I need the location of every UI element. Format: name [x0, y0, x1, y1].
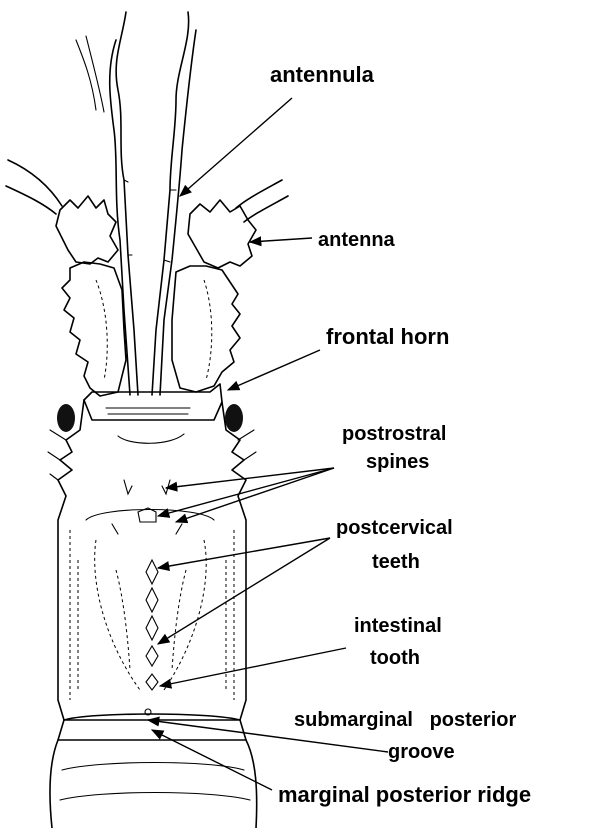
arrow-antennula [180, 98, 292, 196]
label-submarginal-2: groove [388, 741, 455, 763]
arrow-postcervical-2 [158, 538, 330, 644]
median-spines [112, 480, 182, 715]
arrow-antenna [250, 238, 312, 242]
label-postrostral-1: postrostral [342, 423, 446, 445]
label-intestinal-2: tooth [370, 647, 420, 669]
antennula-drawing [76, 12, 196, 395]
label-antenna: antenna [318, 229, 396, 251]
antennal-scale-left [56, 196, 126, 396]
arrow-postrostral-3 [176, 468, 334, 522]
label-postcervical-1: postcervical [336, 517, 453, 539]
label-postrostral-2: spines [366, 451, 429, 473]
arrow-postrostral-2 [158, 468, 334, 516]
lobster-drawing [6, 12, 288, 828]
label-postcervical-2: teeth [372, 551, 420, 573]
antenna-drawing [6, 160, 288, 222]
label-antennula: antennula [270, 62, 375, 87]
label-intestinal-1: intestinal [354, 615, 442, 637]
arrow-marginal-ridge [152, 730, 272, 790]
label-submarginal-1: submarginal posterior [294, 709, 516, 731]
antennal-scale-right [172, 200, 256, 392]
eye-right [225, 404, 243, 432]
label-marginal-posterior-ridge: marginal posterior ridge [278, 782, 531, 807]
arrow-postcervical-1 [158, 538, 330, 568]
arrow-intestinal-tooth [160, 648, 346, 686]
frontal-region [84, 384, 222, 443]
arrow-frontal-horn [228, 350, 320, 390]
labels: antennula antenna frontal horn postrostr… [270, 62, 531, 807]
label-frontal-horn: frontal horn [326, 324, 449, 349]
eye-left [57, 404, 75, 432]
arrow-postrostral-1 [166, 468, 334, 488]
